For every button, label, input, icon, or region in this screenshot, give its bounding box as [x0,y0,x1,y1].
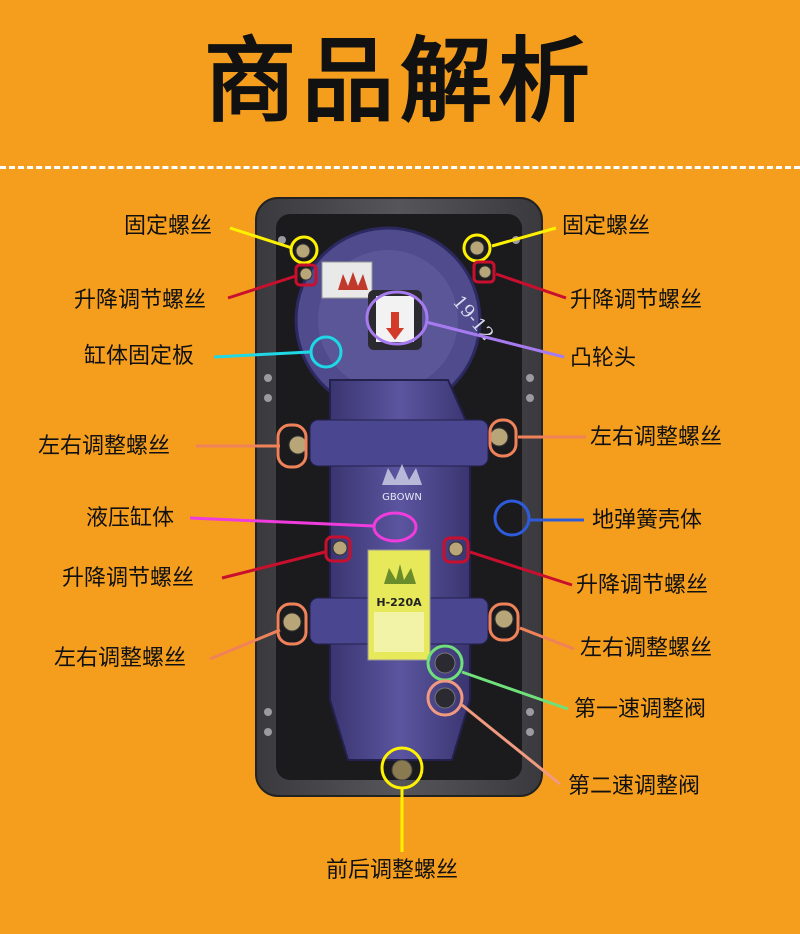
label-lift-screw-top-left: 升降调节螺丝 [74,288,207,313]
marker-second-speed-valve [426,679,464,717]
label-cylinder-fixing-plate: 缸体固定板 [84,344,195,369]
label-lift-screw-mid-right: 升降调节螺丝 [576,573,709,598]
tray-holes [264,236,534,736]
marker-lift-screw-mid-right [442,536,470,564]
marker-fixing-plate [309,335,343,369]
page-title: 商品解析 [203,28,596,135]
label-second-speed-valve: 第二速调整阀 [568,774,701,799]
label-lift-screw-mid-left: 升降调节螺丝 [62,566,195,591]
marker-lr-screw-2-left [276,602,308,646]
marker-spring-housing [493,499,531,537]
marker-cam-head [365,290,429,346]
label-front-rear-screw: 前后调整螺丝 [326,858,459,883]
crown-logo-small [338,272,368,290]
title-divider [0,166,800,169]
marker-front-rear-screw [380,746,424,790]
marker-lr-screw-1-right [488,418,518,458]
marker-lift-screw-mid-left [324,535,352,563]
marker-lr-screw-2-right [488,602,520,642]
upper-arm [309,419,489,467]
marker-lr-screw-1-left [276,423,308,469]
marker-lift-screw-top-right [472,260,496,284]
label-fixing-screw-right: 固定螺丝 [562,214,651,239]
marker-lift-screw-top-left [294,263,318,287]
label-hydraulic-cylinder: 液压缸体 [86,506,175,531]
marker-fixing-screw-left [289,235,319,265]
label-first-speed-valve: 第一速调整阀 [574,697,707,722]
label-cam-head: 凸轮头 [570,346,637,371]
label-lr-screw-2-left: 左右调整螺丝 [54,646,187,671]
crown-logo [382,464,422,485]
model-text: H-220A [376,596,422,609]
brand-text: GBOWN [382,492,422,503]
screws [282,240,514,632]
label-lr-screw-1-right: 左右调整螺丝 [590,425,723,450]
label-fixing-screw-left: 固定螺丝 [124,214,213,239]
label-lift-screw-top-right: 升降调节螺丝 [570,288,703,313]
label-spring-housing: 地弹簧壳体 [592,508,703,533]
label-lr-screw-1-left: 左右调整螺丝 [38,434,171,459]
label-lr-screw-2-right: 左右调整螺丝 [580,636,713,661]
marker-hydraulic-cylinder [372,511,418,543]
